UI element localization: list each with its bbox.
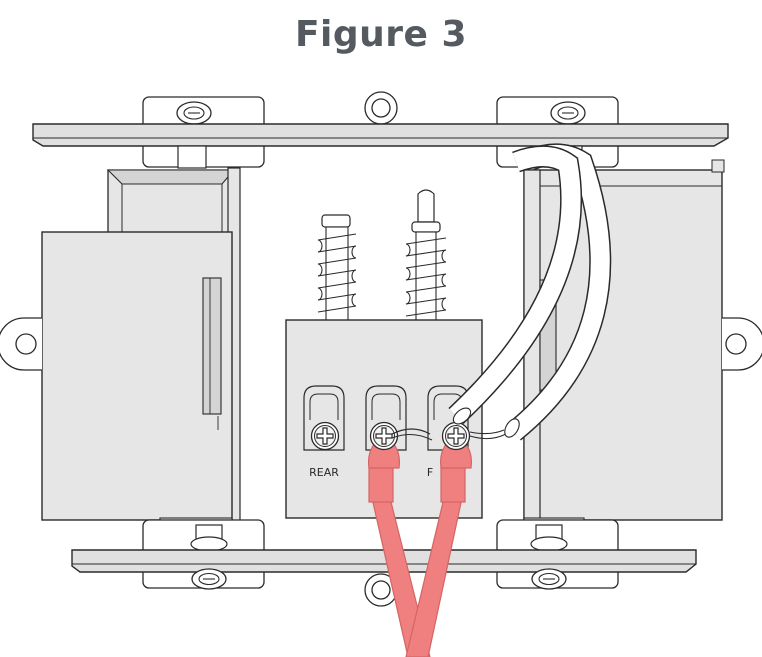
left-device <box>41 167 241 531</box>
right-device <box>523 159 725 531</box>
top-strap <box>32 91 729 169</box>
phillips-screw-icon <box>441 421 471 451</box>
phillips-screw-icon <box>310 421 340 451</box>
terminal-label-front: F <box>427 466 433 479</box>
spring-right <box>405 189 447 322</box>
white-cable-end-ring <box>452 407 520 438</box>
strap-hole-right <box>722 317 762 371</box>
mount-screw-bottom-left <box>191 568 227 590</box>
red-wire-right <box>405 435 473 657</box>
strap-hole-left <box>0 317 42 371</box>
strap-hole-top-center <box>364 91 398 125</box>
figure-title: Figure 3 <box>294 14 468 55</box>
terminal-label-rear: REAR <box>309 466 339 479</box>
jumper-strands <box>391 428 507 441</box>
mount-screw-bottom-right <box>531 568 567 590</box>
phillips-screw-icon <box>369 421 399 451</box>
strap-hole-bottom-center <box>364 573 398 607</box>
mount-screw-top-left <box>176 101 212 125</box>
mount-screw-top-right <box>550 101 586 125</box>
white-cable-inner <box>448 145 582 425</box>
bottom-strap <box>71 519 697 607</box>
spring-left <box>317 214 357 322</box>
